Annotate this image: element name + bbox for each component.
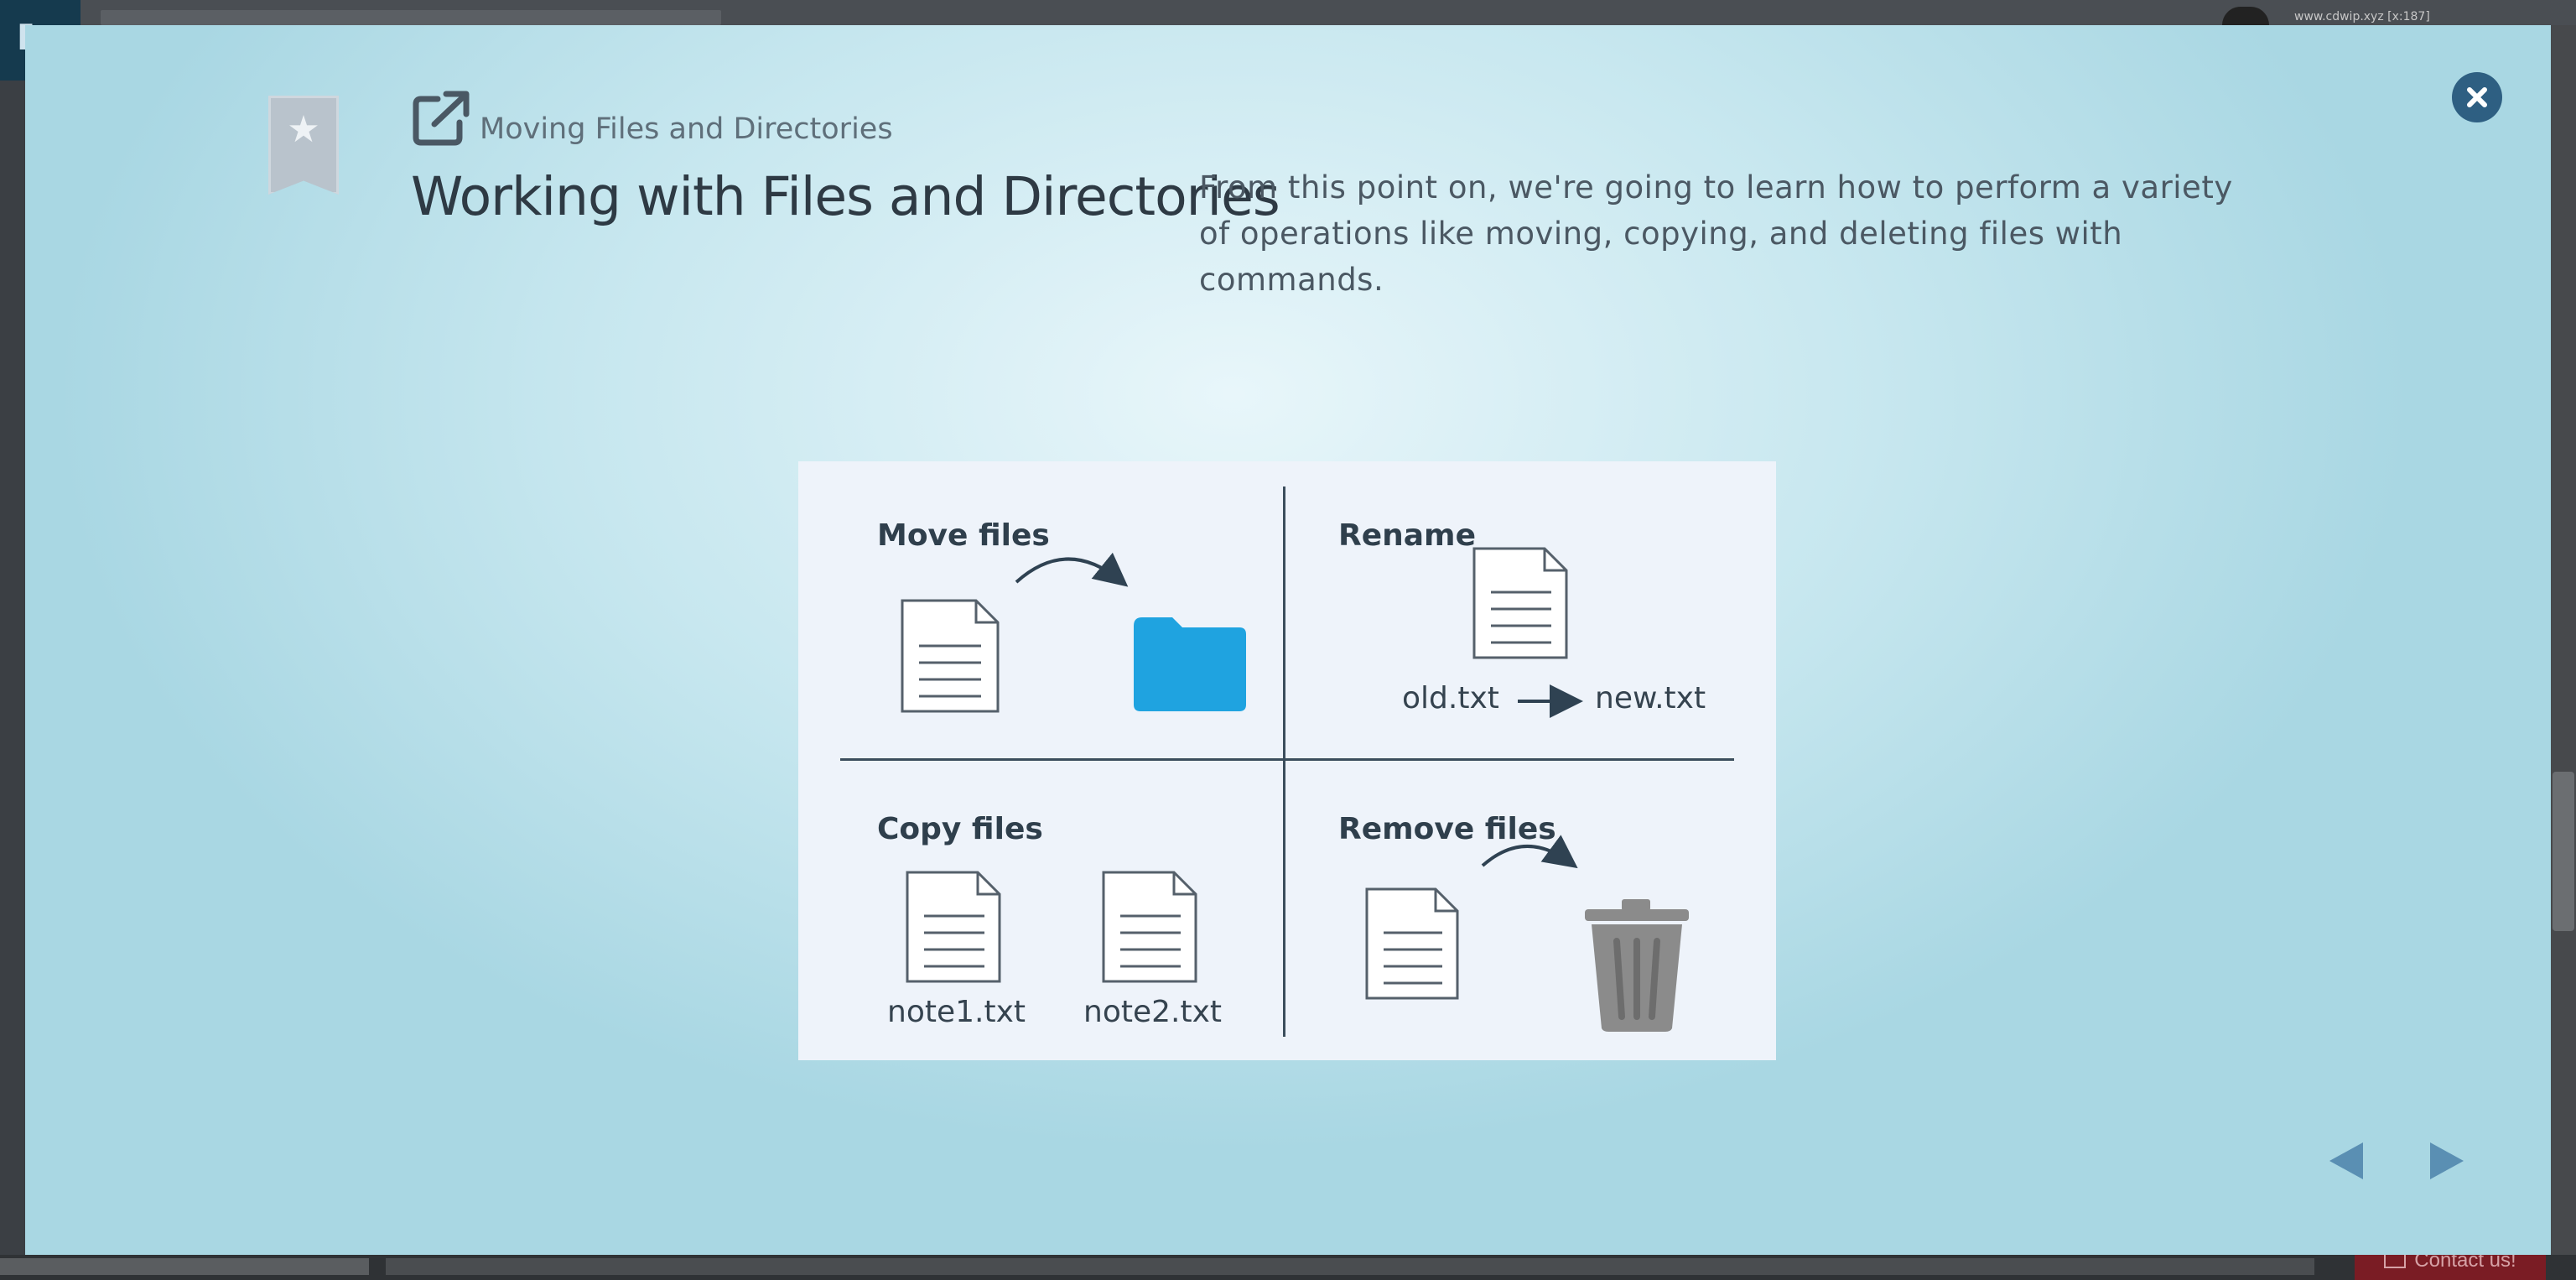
page-title: Working with Files and Directories (411, 166, 1280, 227)
document-icon (1365, 887, 1459, 1000)
vertical-scrollbar-thumb[interactable] (2553, 772, 2574, 931)
diagram-vertical-divider (1283, 487, 1285, 1037)
star-icon: ★ (287, 108, 320, 151)
copy-files-label: Copy files (877, 812, 1043, 846)
trash-icon (1585, 899, 1689, 1032)
avatar (2222, 7, 2269, 25)
close-icon (2467, 87, 2487, 107)
lesson-description: From this point on, we're going to learn… (1199, 169, 2233, 298)
external-link-icon[interactable] (413, 91, 471, 146)
background-url-text: www.cdwip.xyz [x:187] (2294, 10, 2430, 23)
document-icon (901, 599, 1000, 713)
lesson-modal: ★ Moving Files and Directories Working w… (25, 25, 2551, 1255)
folder-icon (1134, 617, 1246, 711)
close-button[interactable] (2452, 72, 2502, 122)
bookmark-star-icon[interactable]: ★ (268, 96, 339, 195)
old-filename: old.txt (1402, 681, 1499, 715)
remove-arrow-icon (1481, 835, 1578, 869)
horizontal-scrollbar-left[interactable] (0, 1258, 369, 1275)
background-search-bar (101, 10, 721, 25)
move-files-label: Move files (877, 518, 1050, 553)
arrow-left-icon (2329, 1142, 2363, 1179)
diagram-horizontal-divider (840, 758, 1734, 761)
file-operations-diagram: Move files Rename Copy files Remove file… (798, 461, 1776, 1060)
next-button[interactable] (2423, 1137, 2470, 1184)
previous-button[interactable] (2323, 1137, 2370, 1184)
arrow-right-icon (2430, 1142, 2464, 1179)
horizontal-scrollbar-right[interactable] (386, 1258, 2314, 1275)
document-icon (906, 871, 1001, 983)
note2-filename: note2.txt (1083, 995, 1222, 1029)
document-icon (1472, 547, 1568, 659)
rename-label: Rename (1338, 518, 1476, 553)
breadcrumb[interactable]: Moving Files and Directories (480, 112, 893, 146)
envelope-icon (2384, 1253, 2407, 1268)
move-arrow-icon (1015, 552, 1129, 587)
note1-filename: note1.txt (887, 995, 1026, 1029)
new-filename: new.txt (1595, 681, 1706, 715)
vertical-scrollbar[interactable] (2551, 25, 2576, 1255)
document-icon (1102, 871, 1197, 983)
remove-files-label: Remove files (1338, 812, 1556, 846)
